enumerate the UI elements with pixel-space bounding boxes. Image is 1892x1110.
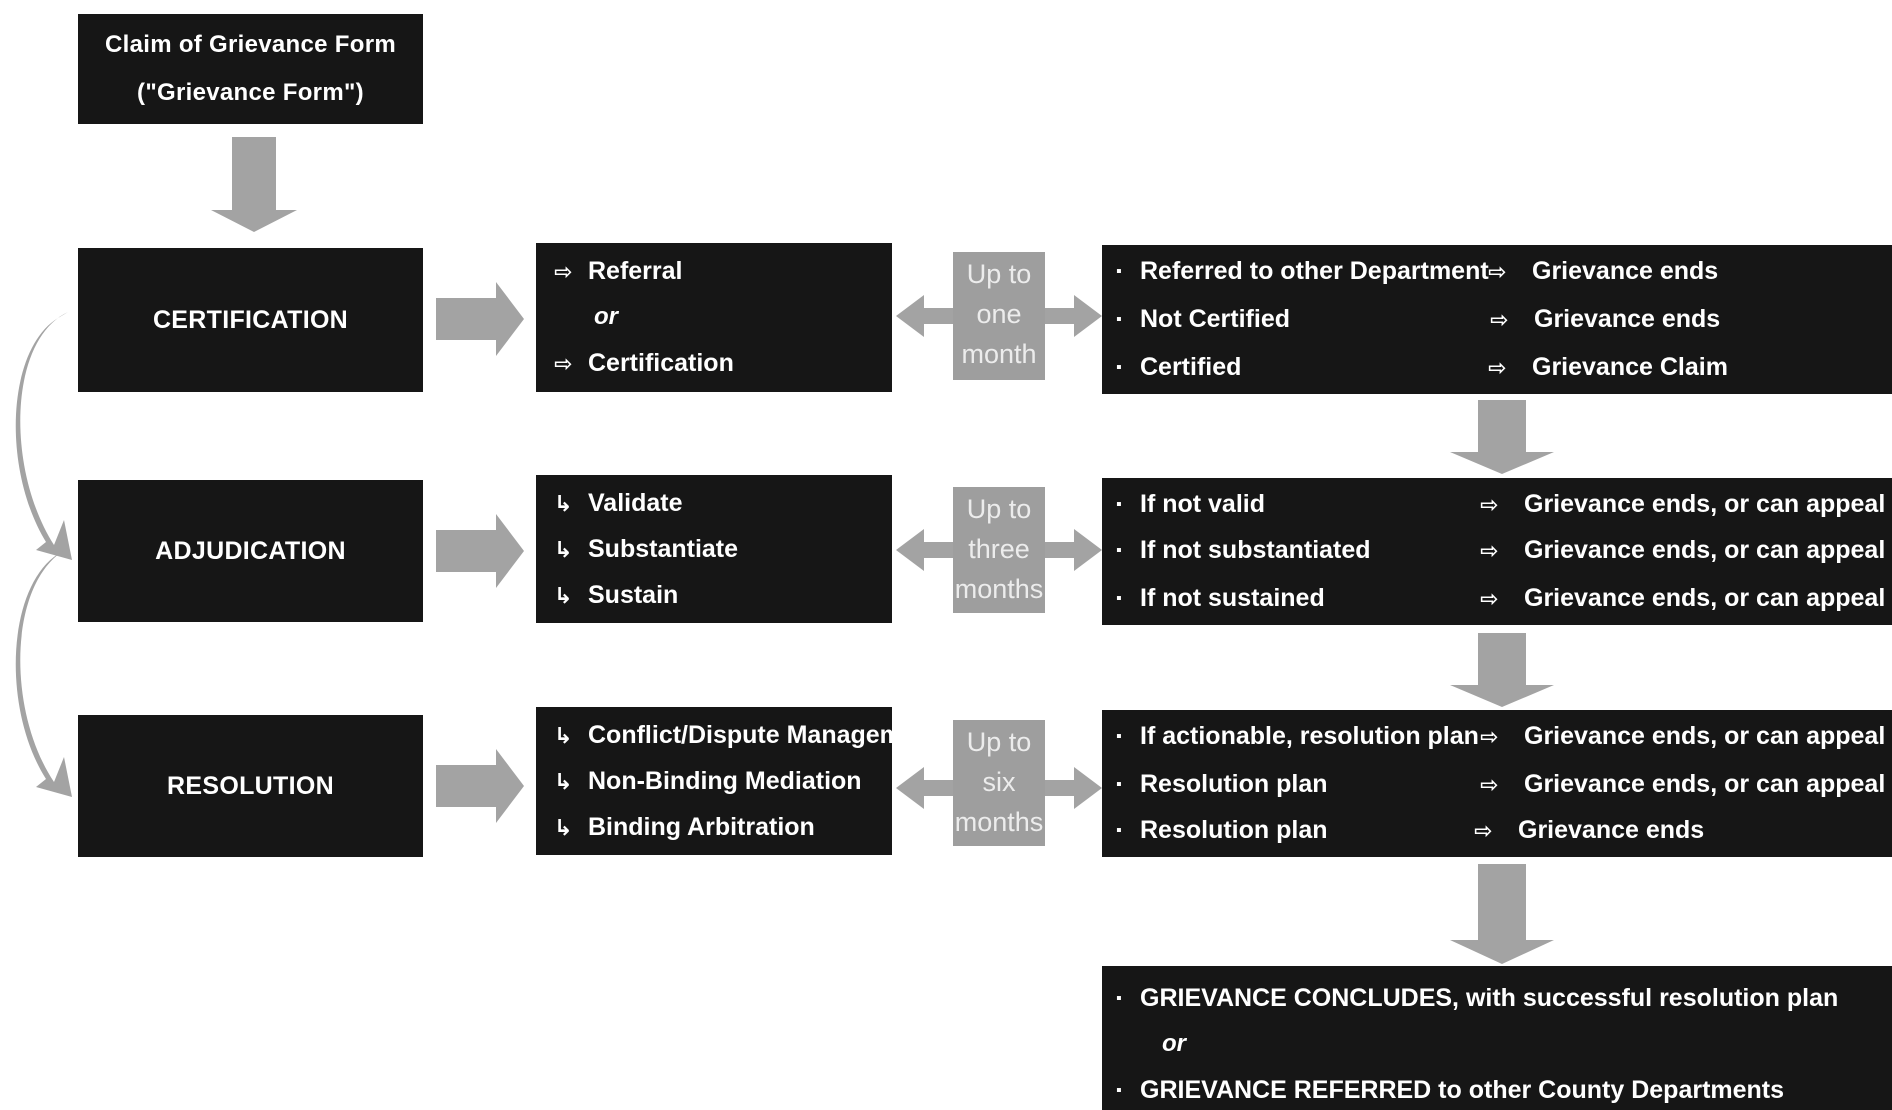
duration-six-months: Up to six months (953, 720, 1045, 846)
down-arrow-outcome-1 (1450, 400, 1554, 474)
down-arrow-start (211, 137, 297, 232)
hook-arrow-icon: ↳ (554, 768, 573, 794)
arrow-icon: ⇨ (554, 258, 573, 284)
arrow-icon: ⇨ (1480, 723, 1499, 749)
outcomes-adjudication: ▪ If not valid ⇨Grievance ends, or can a… (1102, 478, 1892, 625)
stage-label: RESOLUTION (167, 771, 334, 800)
bullet-icon: ▪ (1116, 310, 1122, 328)
hook-arrow-icon: ↳ (554, 814, 573, 840)
outcome-row: ▪ If not valid ⇨Grievance ends, or can a… (1116, 490, 1886, 518)
bullet-icon: ▪ (1116, 541, 1122, 559)
bullet-icon: ▪ (1116, 1081, 1122, 1099)
grievance-form-title: Claim of Grievance Form (105, 31, 396, 58)
arrow-icon: ⇨ (1490, 306, 1509, 332)
duration-three-months: Up to three months (953, 487, 1045, 613)
curved-arrow-upper (15, 312, 72, 560)
arrow-icon: ⇨ (1488, 354, 1507, 380)
final-or: or (1162, 1030, 1186, 1057)
outcomes-resolution: ▪ If actionable, resolution plan ⇨Grieva… (1102, 710, 1892, 857)
step-item: ↳ Validate (554, 489, 683, 517)
outcome-row: ▪ Not Certified ⇨Grievance ends (1116, 305, 1721, 333)
outcome-row: ▪ If not sustained ⇨Grievance ends, or c… (1116, 584, 1886, 612)
final-row: ▪ GRIEVANCE REFERRED to other County Dep… (1116, 1076, 1785, 1104)
bullet-icon: ▪ (1116, 821, 1122, 839)
arrow-icon: ⇨ (1480, 537, 1499, 563)
bullet-icon: ▪ (1116, 589, 1122, 607)
step-item: ↳ Non-Binding Mediation (554, 767, 862, 795)
steps-resolution: ↳ Conflict/Dispute Management ↳ Non-Bind… (536, 707, 939, 855)
outcome-row: ▪ Resolution plan ⇨Grievance ends (1116, 816, 1705, 844)
stage-adjudication: ADJUDICATION (78, 480, 423, 622)
arrow-icon: ⇨ (1480, 585, 1499, 611)
final-outcome-box: ▪ GRIEVANCE CONCLUDES, with successful r… (1102, 966, 1892, 1110)
step-item: ⇨ Certification (554, 349, 734, 377)
arrow-icon: ⇨ (1474, 817, 1493, 843)
stage-label: CERTIFICATION (152, 305, 349, 334)
stage-certification: CERTIFICATION (78, 248, 423, 392)
step-item: ↳ Sustain (554, 581, 679, 609)
bullet-icon: ▪ (1116, 262, 1122, 280)
steps-certification: ⇨ Referral or ⇨ Certification (536, 243, 892, 392)
final-row: ▪ GRIEVANCE CONCLUDES, with successful r… (1116, 984, 1839, 1012)
bullet-icon: ▪ (1116, 358, 1122, 376)
right-arrow-resolution (436, 749, 524, 823)
bullet-icon: ▪ (1116, 727, 1122, 745)
right-arrow-adjudication (436, 514, 524, 588)
down-arrow-outcome-3 (1450, 864, 1554, 964)
curved-arrow-lower (15, 548, 72, 797)
hook-arrow-icon: ↳ (554, 722, 573, 748)
step-item: ↳ Binding Arbitration (554, 813, 815, 841)
outcome-row: ▪ If actionable, resolution plan ⇨Grieva… (1116, 722, 1886, 750)
hook-arrow-icon: ↳ (554, 490, 573, 516)
right-arrow-certification (436, 282, 524, 356)
outcome-row: ▪ If not substantiated ⇨Grievance ends, … (1116, 536, 1886, 564)
outcome-row: ▪ Resolution plan ⇨Grievance ends, or ca… (1116, 770, 1886, 798)
arrow-icon: ⇨ (1488, 258, 1507, 284)
outcomes-certification: ▪ Referred to other Department ⇨Grievanc… (1102, 245, 1892, 394)
duration-one-month: Up to one month (953, 252, 1045, 380)
down-arrow-outcome-2 (1450, 633, 1554, 707)
bullet-icon: ▪ (1116, 775, 1122, 793)
arrow-icon: ⇨ (1480, 771, 1499, 797)
bullet-icon: ▪ (1116, 989, 1122, 1007)
step-or: or (594, 303, 618, 330)
bullet-icon: ▪ (1116, 495, 1122, 513)
steps-adjudication: ↳ Validate ↳ Substantiate ↳ Sustain (536, 475, 892, 623)
outcome-row: ▪ Certified ⇨Grievance Claim (1116, 353, 1728, 381)
arrow-icon: ⇨ (554, 350, 573, 376)
step-item: ↳ Conflict/Dispute Management (554, 721, 940, 749)
arrow-icon: ⇨ (1480, 491, 1499, 517)
outcome-row: ▪ Referred to other Department ⇨Grievanc… (1116, 257, 1719, 285)
hook-arrow-icon: ↳ (554, 582, 573, 608)
step-item: ↳ Substantiate (554, 535, 739, 563)
grievance-form-subtitle: ("Grievance Form") (137, 79, 364, 106)
grievance-form-box: Claim of Grievance Form ("Grievance Form… (78, 14, 423, 124)
step-item: ⇨ Referral (554, 257, 683, 285)
stage-resolution: RESOLUTION (78, 715, 423, 857)
hook-arrow-icon: ↳ (554, 536, 573, 562)
stage-label: ADJUDICATION (155, 536, 346, 565)
